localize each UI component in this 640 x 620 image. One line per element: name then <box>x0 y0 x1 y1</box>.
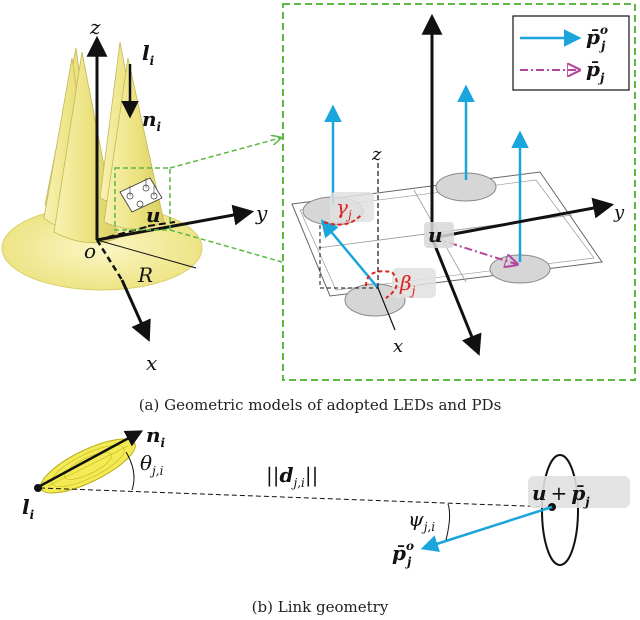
pd-ellipse <box>541 454 579 566</box>
b-l-i-label: li <box>22 495 35 522</box>
b-n-i-label: ni <box>146 423 166 450</box>
x-axis <box>120 279 151 342</box>
led-mesh <box>47 445 129 487</box>
origin-label: o <box>84 239 96 263</box>
theta-label: θj,i <box>140 451 164 478</box>
inset-z-label: z <box>371 144 382 165</box>
u-bg <box>424 222 454 248</box>
led-normal-n <box>39 430 144 488</box>
zoom-connector-top <box>169 138 280 169</box>
distance-label: ||dj,i|| <box>266 463 318 490</box>
pd-label-bg <box>528 476 630 508</box>
u-x-axis <box>430 237 482 356</box>
inset-x-axis <box>377 287 396 331</box>
axis-y-label: y <box>255 201 268 225</box>
psi-arc <box>445 503 451 541</box>
offset-vector <box>433 237 516 264</box>
pd-normal-p <box>420 505 553 553</box>
u-label: u <box>146 203 161 227</box>
projection-dash-2 <box>147 221 176 227</box>
inset-u-label: u <box>428 223 443 247</box>
l-i-label: li <box>142 41 155 68</box>
y-axis <box>96 204 255 242</box>
radius-line <box>96 239 197 269</box>
projection-dash-1 <box>96 225 151 241</box>
gamma-bg <box>330 192 374 222</box>
caption-b: (b) Link geometry <box>252 598 389 616</box>
beta-label: βj <box>399 271 416 298</box>
n-i-label: ni <box>142 107 162 134</box>
axis-x-label: x <box>146 351 157 375</box>
inset-x-label: x <box>393 336 403 357</box>
gamma-arc <box>323 213 363 226</box>
pd-position-label: u+p̄j <box>532 481 590 509</box>
x-axis-dashed <box>95 239 124 281</box>
u-y-axis <box>431 197 615 240</box>
gamma-label: γj <box>336 195 352 222</box>
beta-bg <box>392 268 436 298</box>
psi-label: ψj,i <box>408 507 435 534</box>
beta-arc <box>365 270 398 299</box>
radius-label: R <box>137 263 153 287</box>
legend-item-2-label: p̄j <box>586 57 605 85</box>
inset-y-label: y <box>613 202 625 223</box>
caption-a: (a) Geometric models of adopted LEDs and… <box>139 396 502 414</box>
zoom-box <box>114 167 171 231</box>
theta-arc <box>125 451 135 491</box>
panel-a-led-model: z y x o R li ni u <box>1 15 283 375</box>
zoom-connector-bottom <box>169 229 283 263</box>
mini-pd-array <box>119 177 163 213</box>
axis-z-label: z <box>89 15 101 39</box>
legend-frame <box>512 15 630 91</box>
los-line <box>39 487 553 508</box>
